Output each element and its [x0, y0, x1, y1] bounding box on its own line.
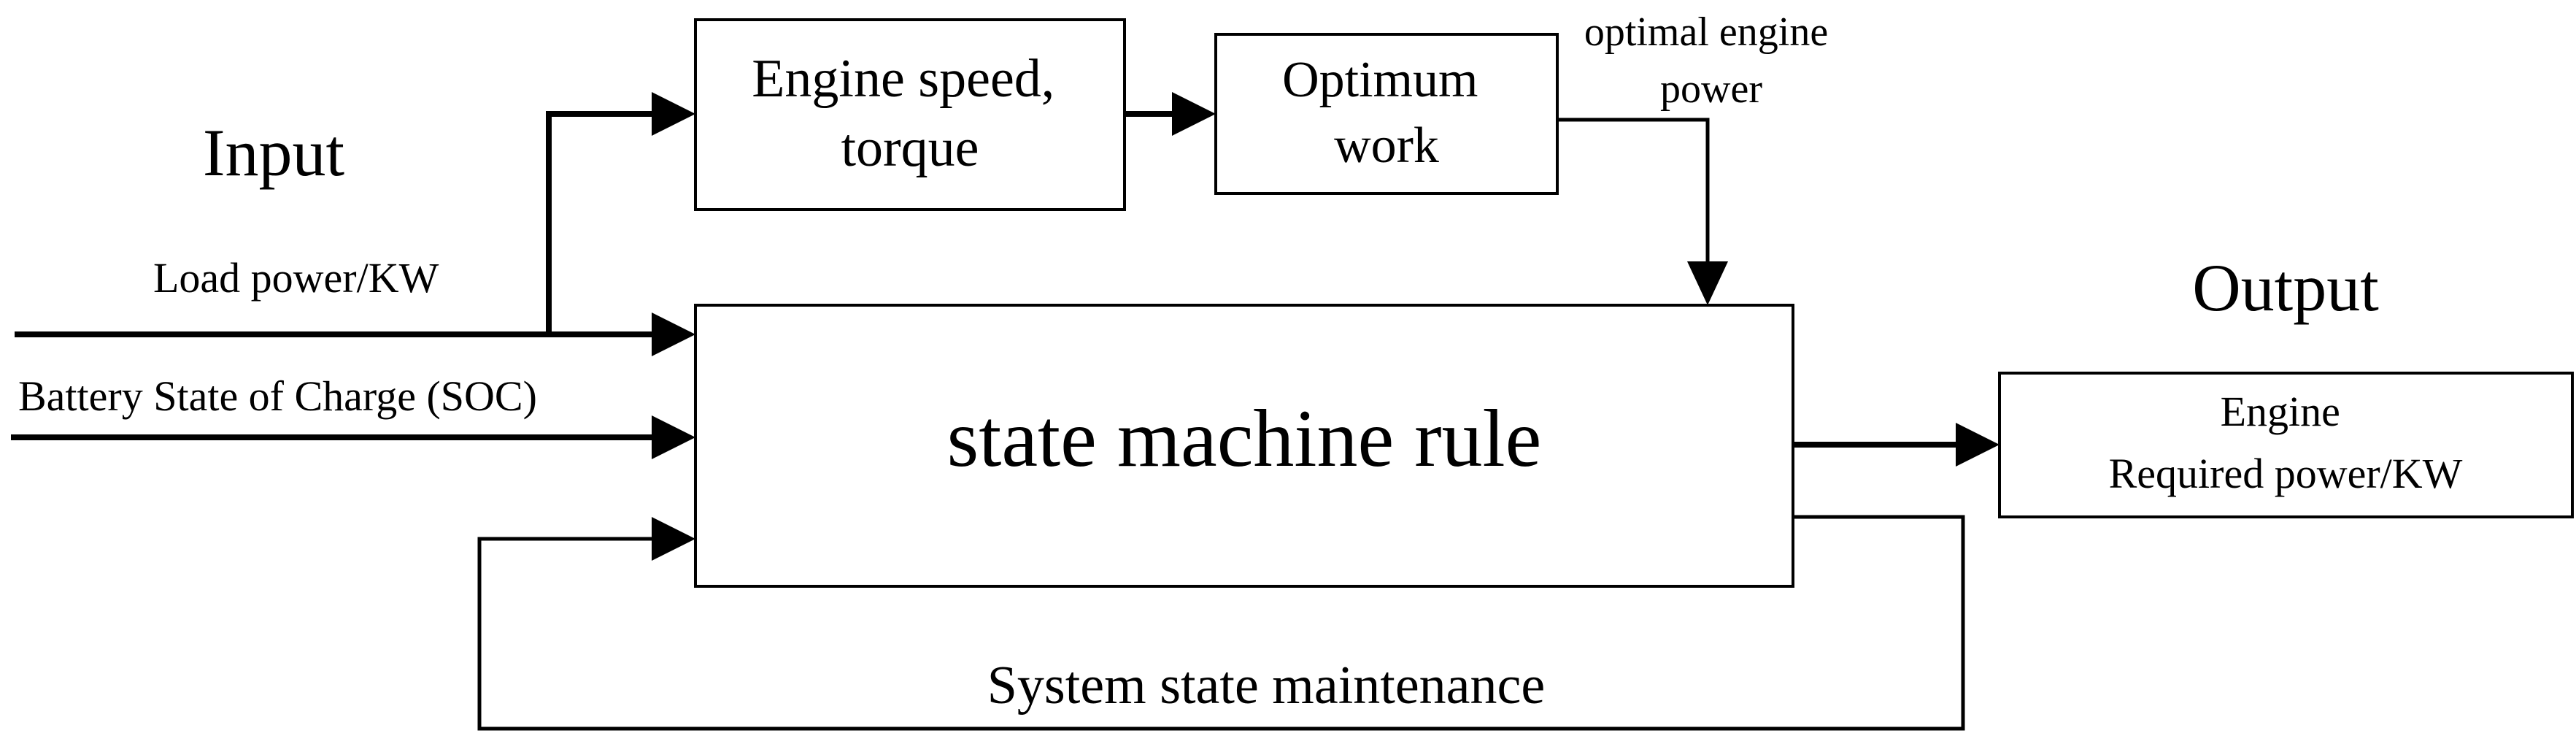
state-machine-rule-label: state machine rule	[947, 394, 1542, 484]
optimum-work-label: Optimum work	[1282, 52, 1491, 174]
engine-required-power-line-2: Required power/KW	[2109, 450, 2463, 497]
load-power-arrowhead	[652, 312, 695, 356]
input-heading: Input	[203, 115, 345, 190]
optimal-engine-power-label: optimal engine power	[1584, 9, 1838, 112]
optimum-work-box	[1214, 33, 1559, 195]
feedback-loop-arrowhead	[652, 517, 695, 561]
engine-required-power-label: Engine Required power/KW	[2109, 388, 2463, 497]
engine-speed-torque-line-2: torque	[841, 118, 979, 178]
load-power-branch-line	[546, 111, 653, 334]
load-power-label: Load power/KW	[153, 254, 439, 302]
output-heading: Output	[2192, 250, 2379, 325]
engine-speed-torque-label: Engine speed, torque	[752, 49, 1068, 178]
engine-to-optimum-arrowhead	[1172, 92, 1216, 136]
optimal-engine-power-line-1: optimal engine	[1584, 9, 1828, 55]
feedback-loop-line	[477, 515, 1965, 731]
optimum-work-line-1: Optimum	[1282, 52, 1478, 108]
optimal-power-arrowhead	[1687, 261, 1728, 305]
engine-required-power-line-1: Engine	[2221, 388, 2340, 435]
engine-speed-torque-line-1: Engine speed,	[752, 49, 1054, 109]
system-state-maintenance-label: System state maintenance	[987, 656, 1545, 716]
engine-required-power-box	[1998, 372, 2574, 518]
optimal-engine-power-line-2: power	[1660, 66, 1762, 112]
optimum-work-line-2: work	[1334, 118, 1439, 174]
state-machine-rule-box	[694, 304, 1794, 588]
optimal-power-arrow	[1557, 118, 1710, 264]
engine-speed-torque-box	[694, 18, 1126, 211]
engine-speed-arrowhead	[652, 92, 695, 136]
battery-soc-arrowhead	[652, 415, 695, 459]
battery-soc-label: Battery State of Charge (SOC)	[18, 372, 537, 420]
output-arrowhead	[1956, 423, 2000, 467]
